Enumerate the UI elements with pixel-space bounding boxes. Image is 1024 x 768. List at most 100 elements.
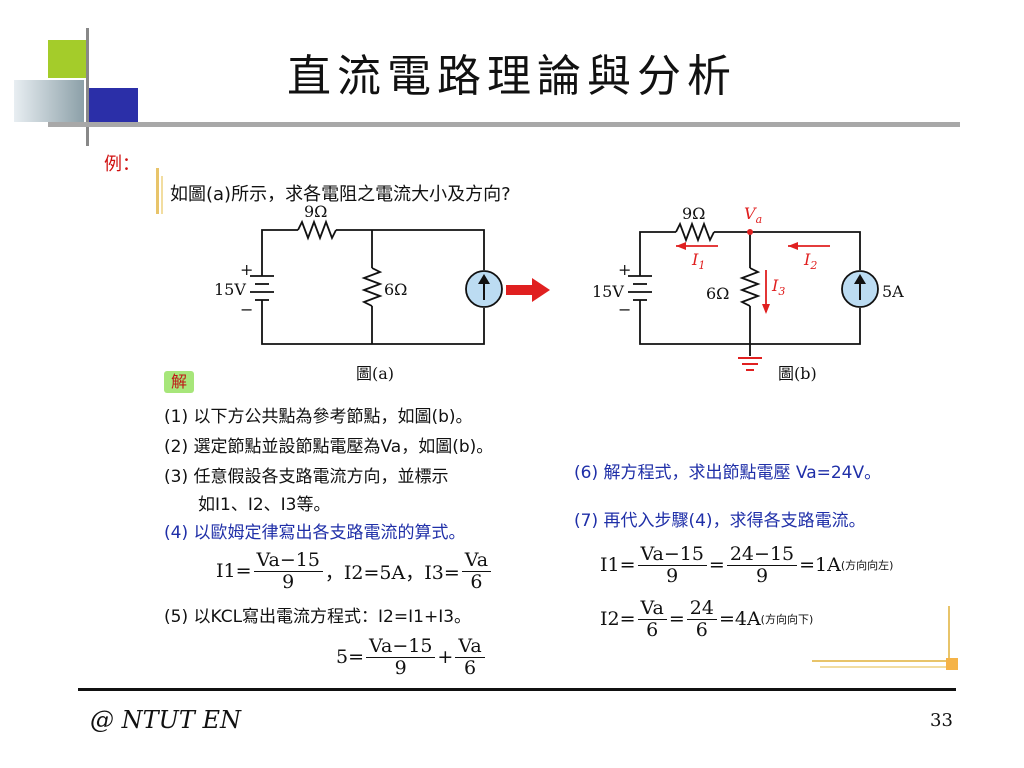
res2-num-1: Va [637,598,667,620]
question-bar [156,168,159,214]
current-label-i3: I3 [772,276,785,298]
eq4-den-2: 6 [470,570,483,593]
equation-step-4: I1= Va−15 9 ，I2=5A，I3= Va 6 [216,550,493,593]
res2-direction-note: (方向向下) [760,613,814,627]
res1-num-2: 24−15 [726,544,798,566]
res1-direction-note: (方向向左) [840,559,894,573]
current-source-a [465,270,503,308]
blue-square [88,88,138,122]
res1-mid: = [708,554,725,577]
current-label-i1: I1 [692,250,705,272]
res1-num-1: Va−15 [637,544,707,566]
example-label: 例： [104,154,140,175]
i3-letter: I [772,276,779,295]
res1-fraction-1: Va−15 9 [637,544,707,587]
source-voltage-a: 15V [214,280,246,299]
res2-den-1: 6 [646,618,659,641]
resistor-6-ohm-b [739,267,761,307]
resistor-label-6-ohm-a: 6Ω [384,280,408,299]
caption-b: 圖(b) [778,364,817,383]
vertical-bar [86,28,89,146]
green-square [48,40,86,78]
solution-badge: 解 [164,371,194,393]
eq5-fraction-1: Va−15 9 [366,636,436,679]
gray-square [14,80,84,122]
eq5-lhs: 5= [336,646,365,669]
node-a-dot [747,229,753,235]
resistor-label-9-ohm-b: 9Ω [682,204,706,223]
source-current-b: 5A [882,282,904,301]
res2-fraction-2: 24 6 [686,598,717,641]
i2-sub: 2 [810,259,818,273]
accent-line-h [812,660,952,662]
resistor-label-6-ohm-b: 6Ω [706,284,730,303]
resistor-9-ohm-b [675,221,715,243]
result-i1: I1= Va−15 9 = 24−15 9 =1A (方向向左) [600,544,893,587]
step-2: (2) 選定節點並設節點電壓為Va，如圖(b)。 [164,437,494,457]
slide-title: 直流電路理論與分析 [287,51,737,102]
eq4-num-2: Va [461,550,492,572]
result-i2: I2= Va 6 = 24 6 =4A (方向向下) [600,598,813,641]
res2-mid: = [668,608,685,631]
i1-sub: 1 [698,259,706,273]
current-label-i2: I2 [804,250,817,272]
accent-line-h2 [820,666,950,668]
eq5-den-1: 9 [394,656,407,679]
circuit-a [250,219,485,345]
equation-step-5: 5= Va−15 9 + Va 6 [336,636,487,679]
footer-rule [78,688,956,691]
i3-sub: 3 [778,285,786,299]
step-4: (4) 以歐姆定律寫出各支路電流的算式。 [164,523,466,543]
ground-symbol [738,357,762,371]
i1-letter: I [692,250,699,269]
question-bar-2 [161,176,163,214]
accent-square [946,658,958,670]
eq4-i1-lhs: I1= [216,560,252,583]
resistor-6-ohm-a [361,267,383,307]
plus-sign-b: + [618,260,632,279]
caption-a: 圖(a) [356,364,395,383]
source-voltage-b: 15V [592,282,624,301]
i2-letter: I [804,250,811,269]
res2-fraction-1: Va 6 [637,598,667,641]
current-arrows [676,242,830,314]
step-3a: (3) 任意假設各支路電流方向，並標示 [164,467,449,487]
node-sub: a [755,213,763,227]
eq5-num-2: Va [455,636,485,658]
eq4-den-1: 9 [282,570,295,593]
plus-sign-a: + [240,260,254,279]
title-rule [48,122,960,127]
res1-rhs: =1A [799,554,841,577]
minus-sign-a: − [240,300,254,319]
res1-lhs: I1= [600,554,636,577]
step-3b: 如I1、I2、I3等。 [198,495,331,515]
res2-rhs: =4A [718,608,761,631]
accent-line-v [948,606,950,666]
resistor-9-ohm-a [297,219,337,241]
step-6: (6) 解方程式，求出節點電壓 Va=24V。 [574,463,882,483]
res2-num-2: 24 [686,598,717,620]
node-voltage-label: Va [744,204,762,226]
res2-den-2: 6 [695,618,708,641]
step-1: (1) 以下方公共點為參考節點，如圖(b)。 [164,407,473,427]
corner-decoration [0,0,160,150]
eq4-fraction-2: Va 6 [461,550,492,593]
eq5-plus: + [437,646,454,669]
eq4-num-1: Va−15 [253,550,323,572]
eq4-i2: ，I2=5A，I3= [324,561,460,584]
page-number: 33 [930,710,953,731]
circuit-diagrams [250,219,879,371]
minus-sign-b: − [618,300,632,319]
node-v: V [744,204,756,223]
res1-fraction-2: 24−15 9 [726,544,798,587]
res2-lhs: I2= [600,608,636,631]
step-5: (5) 以KCL寫出電流方程式：I2=I1+I3。 [164,607,472,627]
eq5-num-1: Va−15 [366,636,436,658]
question-text: 如圖(a)所示，求各電阻之電流大小及方向? [170,184,511,205]
res1-den-1: 9 [666,564,679,587]
resistor-label-9-ohm-a: 9Ω [304,202,328,221]
res1-den-2: 9 [755,564,769,587]
eq4-fraction-1: Va−15 9 [253,550,323,593]
eq5-den-2: 6 [463,656,477,679]
circuit-b [628,221,861,356]
